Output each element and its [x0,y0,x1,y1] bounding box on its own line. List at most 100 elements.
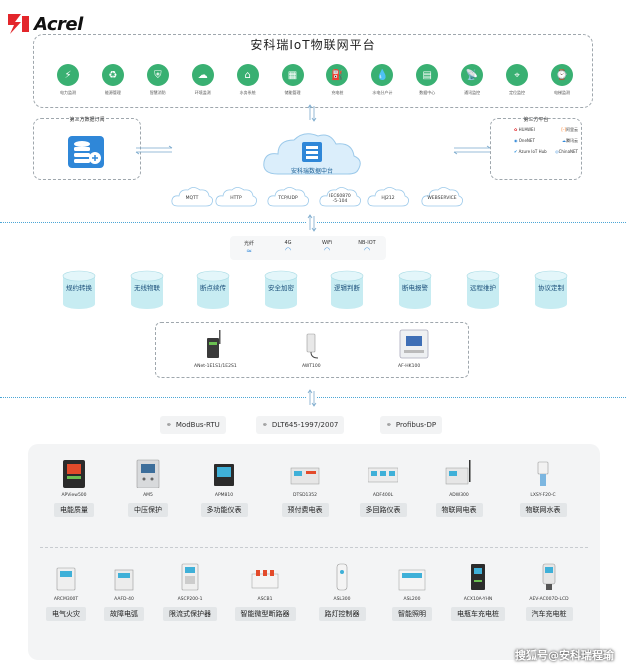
device-image [175,562,205,592]
din-white-device-icon [398,569,426,591]
device-category: 多回路仪表 [359,503,407,517]
brand-chinanet: ◎ChinaNET [555,149,578,154]
wifi-signal-icon: ◠ [363,246,371,254]
app-icon: ⛽ [326,64,349,86]
watermark: 搜狐号@安科瑞程瑜 [515,649,614,662]
app-label: 储能管理 [284,90,301,95]
device-item: ASL200 智能照明 [377,562,447,621]
device-model: ACX10A-YHN [463,597,493,602]
platform-app: ▤数据中心 [409,64,445,96]
device-model: AM5 [143,493,153,498]
feature-label: 逻辑判断 [334,284,360,292]
cylinder-icon [264,270,298,309]
iot-platform-box [33,34,593,108]
app-icon: ⌂ [236,64,259,86]
device-image [290,458,320,488]
platform-app: ▦储能管理 [275,64,311,96]
protocol-label: TCP/UDP [278,196,298,201]
wifi-signal-icon: ◠ [323,246,331,254]
cylinder-icon [62,270,96,309]
cylinder-icon [466,270,500,309]
platform-app: ☁环境监测 [185,64,221,96]
wifi-signal-icon: ◠ [284,246,292,254]
feature-cylinder: 断电报警 [398,270,432,310]
network-label: 4G [284,240,292,246]
feature-cylinder: 协议定制 [534,270,568,310]
app-label: 定位监控 [509,90,526,95]
app-icon: ⌚ [550,64,573,86]
cloud-icon [267,187,309,207]
app-label: 充电桩 [331,90,344,95]
feature-cylinder: 逻辑判断 [330,270,364,310]
third-party-platform-title: 第三方平台 [523,117,549,123]
device-image [109,562,139,592]
device-item: AM5 中压保护 [113,458,183,517]
device-model: LXSY-F20-C [530,493,556,498]
fiber-icon: ≈ [246,247,252,255]
platform-app: 💧水电分户计 [364,64,400,96]
network-box [230,236,386,260]
device-image [209,458,239,488]
device-image [368,458,398,488]
network-type: WiFi◠ [312,240,342,254]
protocol-cloud: HJ212 [366,186,410,208]
device-category: 中压保护 [128,503,168,517]
feature-cylinder: 远程维护 [466,270,500,310]
charger-bike-device-icon [471,564,485,590]
cylinder-icon [398,270,432,309]
platform-apps: ⚡电力监测♻能源管理⛨智慧消防☁环境监测⌂水务系统▦储能管理⛽充电桩💧水电分户计… [50,64,580,96]
device-image [463,562,493,592]
device-model: ASL200 [403,597,421,602]
third-party-subscription-title: 第三方数据订阅 [69,117,105,123]
feature-label: 规约转换 [66,284,92,292]
updown-arrow-icon [307,389,317,407]
left-right-arrow-icon [453,145,491,155]
feature-cylinder: 断点续传 [196,270,230,310]
platform-app: ♻能源管理 [95,64,131,96]
gateway-awt100-icon [306,333,319,359]
feature-cylinder: 安全加密 [264,270,298,310]
left-right-arrow-icon [135,145,173,155]
device-item: ASL300 路灯控制器 [307,562,377,621]
device-model: AEV-AC007D-LCD [529,597,569,602]
feature-label: 断电报警 [402,284,428,292]
din-long-device-icon [368,467,398,483]
device-image [51,562,81,592]
device-category: 物联网电表 [435,503,483,517]
cylinder-icon [534,270,568,309]
platform-app: ⌖定位监控 [499,64,535,96]
app-icon: 💧 [371,64,394,86]
cloud-icon [171,187,213,207]
device-category: 限流式保护器 [163,607,217,621]
link-icon: ⚭ [166,421,172,429]
device-image [133,458,163,488]
protocol-label: MQTT [185,196,199,201]
protocol-label: IEC60870 -5-104 [329,194,351,204]
platform-app: 📡通讯监控 [454,64,490,96]
third-party-platform-box [490,118,582,180]
gateway-anet-icon [207,330,221,358]
din-multi-device-icon [290,467,320,485]
protocol-cloud: IEC60870 -5-104 [318,186,362,208]
app-icon: ⚡ [57,64,79,86]
protocol-cloud: WEBSERVICE [420,186,464,208]
device-model: ASL300 [333,597,351,602]
device-image [397,562,427,592]
device-image [444,458,474,488]
device-category: 智能照明 [392,607,432,621]
platform-app: ⚡电力监测 [50,64,86,96]
app-label: 数据中心 [419,90,436,95]
device-category: 路灯控制器 [318,607,366,621]
feature-cylinder: 无线物联 [130,270,164,310]
feature-label: 远程维护 [470,284,496,292]
logo-text: Acrel [34,13,83,35]
device-model: ASCB1 [257,597,273,602]
device-image [59,458,89,488]
data-center-label: 安科瑞数据中台 [290,168,333,175]
